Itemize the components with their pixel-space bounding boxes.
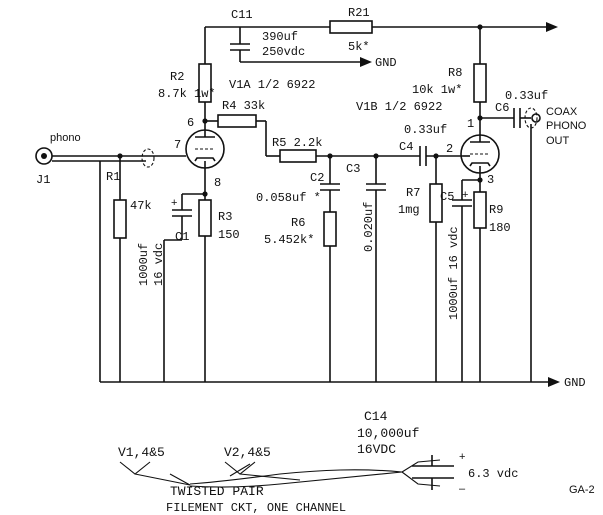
pin-8: 8 xyxy=(214,176,221,190)
resistor-r3 xyxy=(198,199,212,237)
resistor-r5 xyxy=(279,149,317,163)
c4-name: C4 xyxy=(399,140,413,154)
c6-value: 0.33uf xyxy=(505,89,548,103)
c14-minus: – xyxy=(459,483,466,495)
capacitor-c4 xyxy=(419,146,463,166)
phono-out-label: PHONO xyxy=(546,120,587,132)
r9-name: R9 xyxy=(489,203,503,217)
capacitor-c11 xyxy=(230,27,372,67)
r5-label: R5 2.2k xyxy=(272,136,322,150)
twisted-pair-wires xyxy=(119,459,441,488)
c3-name: C3 xyxy=(346,162,360,176)
r3-name: R3 xyxy=(218,210,232,224)
c3-value: 0.020uf xyxy=(362,202,376,252)
filament-v145: V1,4&5 xyxy=(118,445,165,460)
c4-value: 0.33uf xyxy=(404,123,447,137)
gnd-bottom-label: GND xyxy=(564,376,586,390)
pin-6: 6 xyxy=(187,116,194,130)
supply-voltage: 6.3 vdc xyxy=(468,467,518,481)
r4-label: R4 33k xyxy=(222,99,265,113)
twisted-pair-label: TWISTED PAIR xyxy=(170,484,264,499)
c14-voltage: 16VDC xyxy=(357,442,396,457)
pin-2: 2 xyxy=(446,142,453,156)
c14-value: 10,000uf xyxy=(357,426,419,441)
b-plus-rail xyxy=(205,22,558,32)
r3-value: 150 xyxy=(218,228,240,242)
r6-name: R6 xyxy=(291,216,305,230)
tube-v1b xyxy=(460,134,500,180)
junction xyxy=(477,24,483,30)
jack-j1 xyxy=(35,147,53,165)
r1-value: 47k xyxy=(130,199,152,213)
c11-name: C11 xyxy=(231,8,253,22)
resistor-r21 xyxy=(329,20,373,34)
pin-3: 3 xyxy=(487,173,494,187)
c11-value: 390uf xyxy=(262,30,298,44)
j1-label: J1 xyxy=(36,173,50,187)
c5-value: 1000uf 16 vdc xyxy=(447,226,461,320)
gnd-top-label: GND xyxy=(375,56,397,70)
ground-rail xyxy=(100,377,560,387)
resistor-r1 xyxy=(113,199,127,239)
c2-name: C2 xyxy=(310,171,324,185)
capacitor-c2 xyxy=(320,156,340,212)
c1-name: C1 xyxy=(175,230,189,244)
c11-voltage: 250vdc xyxy=(262,45,305,59)
resistor-r9 xyxy=(473,191,487,229)
r21-value: 5k* xyxy=(348,40,370,54)
r6-value: 5.452k* xyxy=(264,233,314,247)
phono-label: phono xyxy=(50,132,81,144)
c1-plus: + xyxy=(171,197,177,209)
capacitor-c3 xyxy=(366,156,386,382)
c5-name: C5 xyxy=(440,190,454,204)
coax-label: COAX xyxy=(546,106,578,118)
r8-value: 10k 1w* xyxy=(412,83,462,97)
r7-value: 1mg xyxy=(398,203,420,217)
capacitor-c6 xyxy=(513,108,531,128)
capacitor-c1 xyxy=(163,194,192,382)
r2-value: 8.7k 1w* xyxy=(158,87,216,101)
r8-name: R8 xyxy=(448,66,462,80)
resistor-r8 xyxy=(473,63,487,103)
resistor-r4 xyxy=(217,114,257,128)
filament-caption: FILEMENT CKT, ONE CHANNEL xyxy=(166,501,346,515)
v1b-label: V1B 1/2 6922 xyxy=(356,100,442,114)
c14-plus: + xyxy=(459,451,465,463)
c1-value: 1000uf xyxy=(137,243,151,286)
out-label: OUT xyxy=(546,135,570,147)
v1a-label: V1A 1/2 6922 xyxy=(229,78,315,92)
r1-name: R1 xyxy=(106,170,120,184)
capacitor-c5 xyxy=(452,180,472,382)
tube-v1a xyxy=(185,129,225,174)
figure-id: GA-2 xyxy=(569,484,595,496)
c14-name: C14 xyxy=(364,409,388,424)
c5-plus: + xyxy=(462,189,468,201)
filament-v245: V2,4&5 xyxy=(224,445,271,460)
r21-name: R21 xyxy=(348,6,370,20)
c1-voltage: 16 vdc xyxy=(152,243,166,286)
shield-marker xyxy=(141,148,155,168)
r7-name: R7 xyxy=(406,186,420,200)
coax-jack xyxy=(531,113,541,123)
resistor-r6 xyxy=(323,211,337,247)
c6-name: C6 xyxy=(495,101,509,115)
c2-value: 0.058uf * xyxy=(256,191,321,205)
pin-7: 7 xyxy=(174,138,181,152)
r9-value: 180 xyxy=(489,221,511,235)
r2-name: R2 xyxy=(170,70,184,84)
pin-1: 1 xyxy=(467,117,474,131)
